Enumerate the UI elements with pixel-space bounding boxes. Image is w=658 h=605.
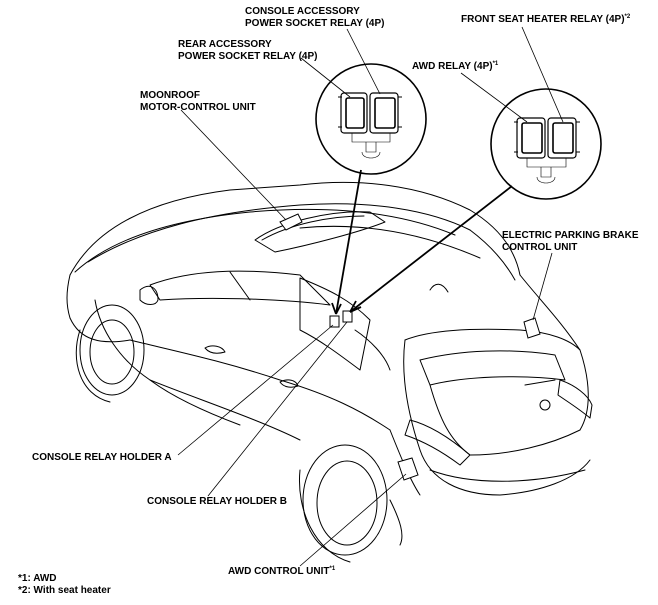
console-relay-holders-part <box>329 310 353 328</box>
moonroof-label-line1: MOONROOF <box>140 90 200 101</box>
epb-label-line1: ELECTRIC PARKING BRAKE <box>502 230 639 241</box>
epb-control-unit-part <box>523 317 541 339</box>
console-accessory-relay-icon <box>369 92 402 134</box>
awd-control-unit-label: AWD CONTROL UNIT*1 <box>228 566 336 577</box>
rear-accessory-relay-icon <box>338 92 368 134</box>
callout-labels: CONSOLE ACCESSORY POWER SOCKET RELAY (4P… <box>32 6 639 577</box>
moonroof-label-line2: MOTOR-CONTROL UNIT <box>140 102 256 113</box>
footnote-awd: *1: AWD <box>18 573 57 584</box>
leader-lines <box>177 26 564 567</box>
front-seat-heater-label: FRONT SEAT HEATER RELAY (4P)*2 <box>461 14 631 25</box>
epb-label-line2: CONTROL UNIT <box>502 242 577 253</box>
moonroof-control-unit-part <box>279 213 303 231</box>
footnotes: *1: AWD *2: With seat heater <box>18 573 111 596</box>
detail-circle-awd-seat-heater-relays <box>490 88 602 200</box>
detail-arrows <box>331 169 513 315</box>
awd-relay-label: AWD RELAY (4P)*1 <box>412 61 499 72</box>
rear-accessory-label-line1: REAR ACCESSORY <box>178 39 272 50</box>
console-accessory-label-line2: POWER SOCKET RELAY (4P) <box>245 18 384 29</box>
rear-accessory-label-line2: POWER SOCKET RELAY (4P) <box>178 51 317 62</box>
console-relay-holder-a-label: CONSOLE RELAY HOLDER A <box>32 452 172 463</box>
vehicle-illustration <box>66 181 593 563</box>
awd-relay-icon <box>514 117 546 159</box>
detail-circle-console-relays <box>315 63 427 175</box>
console-accessory-label-line1: CONSOLE ACCESSORY <box>245 6 360 17</box>
awd-control-unit-part <box>397 457 419 481</box>
console-relay-holder-b-label: CONSOLE RELAY HOLDER B <box>147 496 287 507</box>
footnote-seat-heater: *2: With seat heater <box>18 585 111 596</box>
front-seat-heater-relay-icon <box>547 117 580 159</box>
